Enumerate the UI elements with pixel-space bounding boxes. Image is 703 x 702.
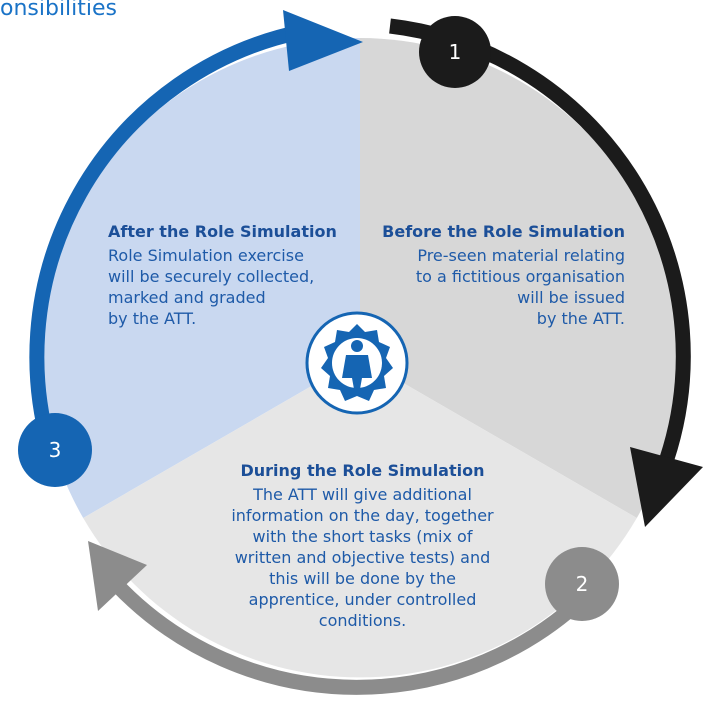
page-title-fragment: onsibilities	[0, 0, 118, 21]
step-3-circle	[18, 413, 92, 487]
after-stage-heading: After the Role Simulation	[108, 222, 337, 241]
before-stage-heading: Before the Role Simulation	[382, 222, 625, 241]
step-1-number: 1	[448, 40, 462, 64]
arrow-black-head	[630, 447, 703, 527]
arrow-blue-ring	[29, 24, 302, 468]
sector-after	[40, 38, 361, 518]
sector-during	[83, 358, 637, 678]
arrow-gray-ring	[111, 572, 609, 695]
after-stage-body: Role Simulation exercise will be securel…	[108, 246, 315, 328]
before-stage-text: Before the Role Simulation Pre-seen mate…	[372, 221, 625, 329]
person-in-gear-icon	[305, 311, 409, 415]
step-1-circle	[419, 16, 491, 88]
during-stage-body: The ATT will give additional information…	[231, 485, 494, 630]
step-3-number: 3	[48, 438, 62, 462]
step-2-number: 2	[575, 572, 589, 596]
after-stage-text: After the Role Simulation Role Simulatio…	[108, 221, 358, 329]
during-stage-text: During the Role Simulation The ATT will …	[200, 460, 525, 631]
arrow-blue-head	[283, 10, 363, 71]
step-2-circle	[545, 547, 619, 621]
arrow-gray-head	[88, 541, 147, 611]
before-stage-body: Pre-seen material relating to a fictitio…	[415, 246, 625, 328]
during-stage-heading: During the Role Simulation	[240, 461, 485, 480]
sector-before	[360, 38, 680, 518]
